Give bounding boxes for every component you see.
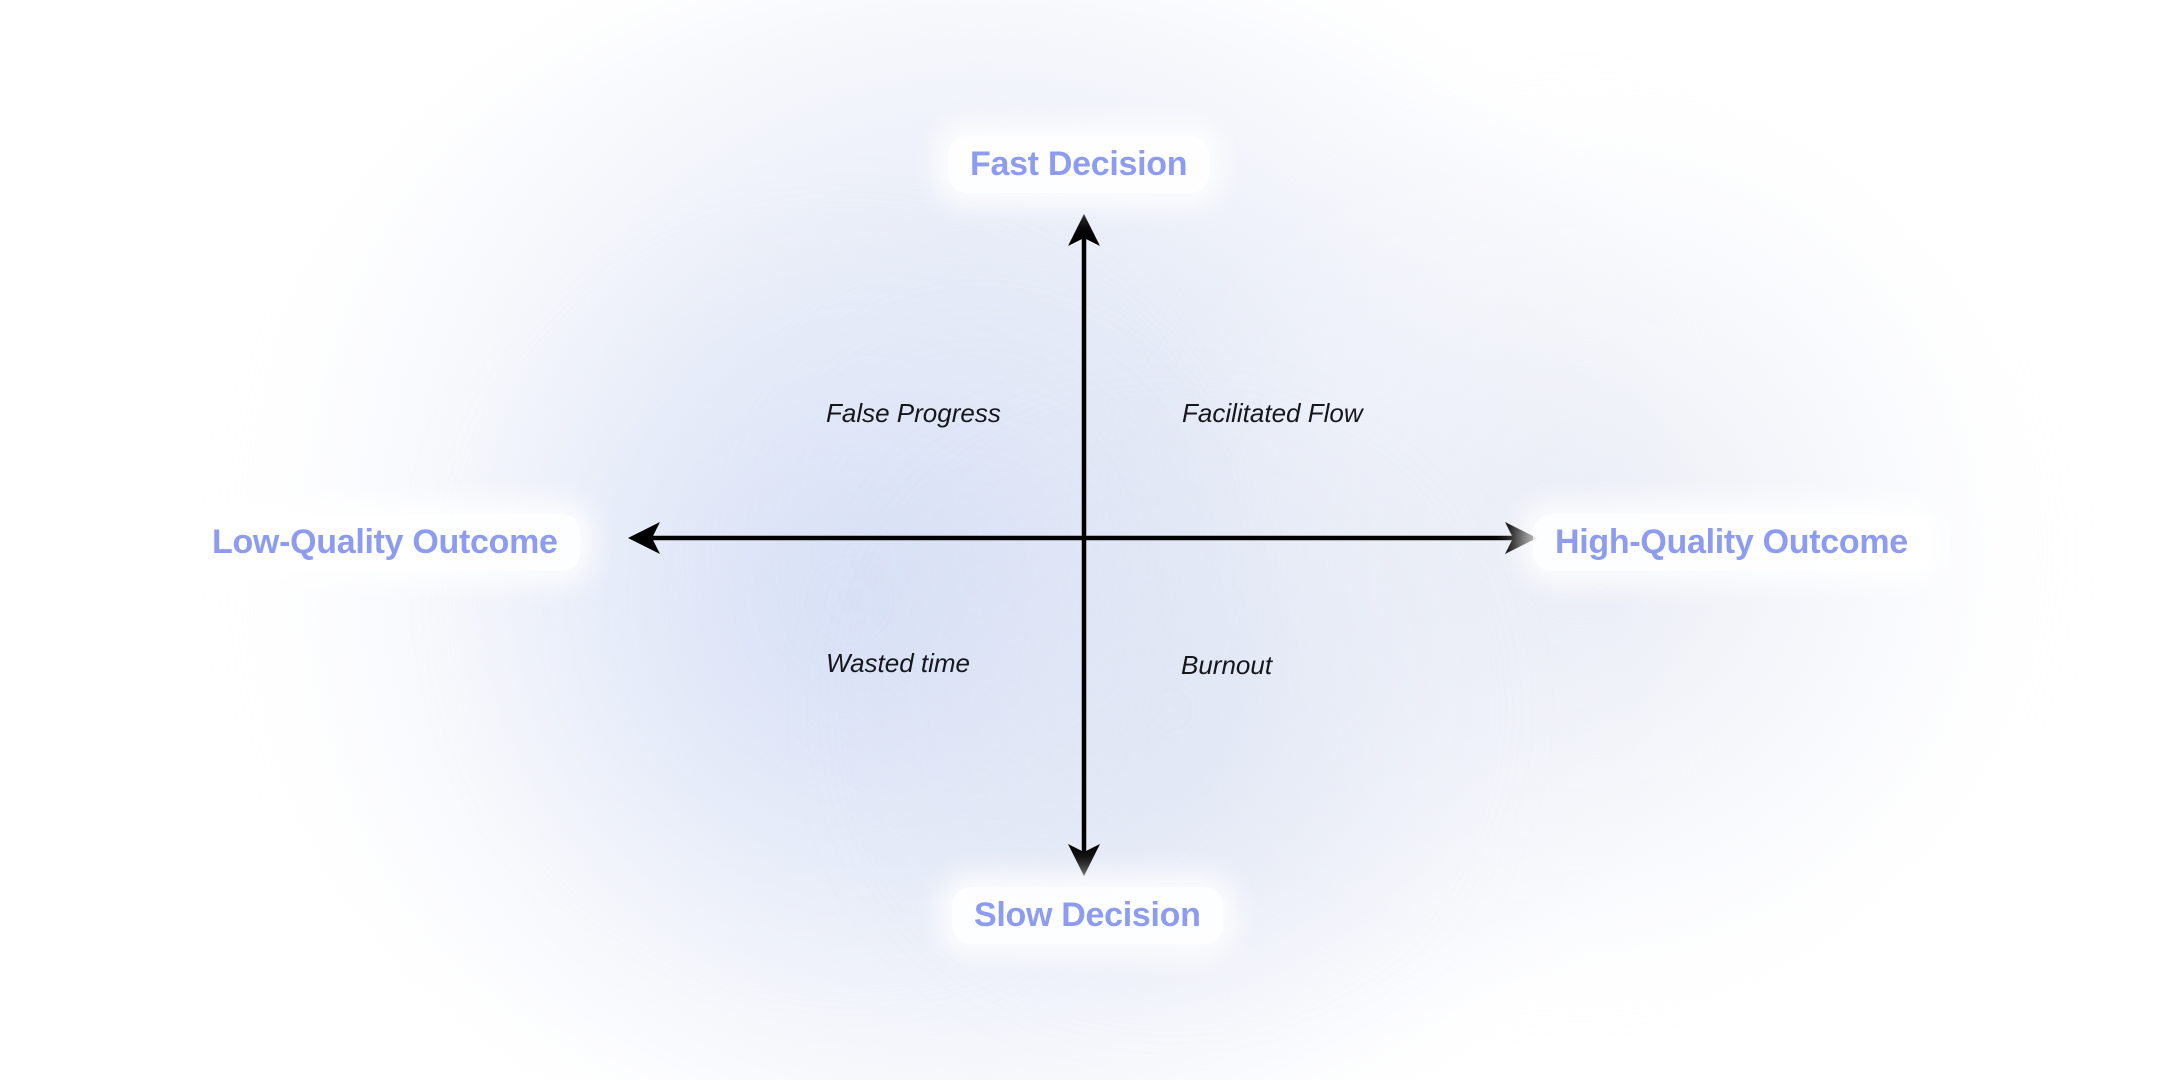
axis-label-high-quality-outcome: High-Quality Outcome	[1533, 514, 1930, 571]
quadrant-label-bottom-left: Wasted time	[826, 648, 971, 678]
arrowhead-down-icon	[1068, 844, 1100, 876]
quadrant-label-bottom-right: Burnout	[1181, 650, 1273, 680]
arrowhead-right-icon	[1505, 522, 1537, 554]
axis-label-low-quality-outcome: Low-Quality Outcome	[190, 514, 580, 571]
arrowhead-up-icon	[1068, 214, 1100, 246]
arrowhead-left-icon	[628, 522, 660, 554]
quadrant-label-top-left: False Progress	[826, 398, 1001, 428]
quadrant-label-top-right: Facilitated Flow	[1182, 398, 1363, 428]
axis-label-fast-decision: Fast Decision	[948, 136, 1210, 193]
axis-label-slow-decision: Slow Decision	[952, 887, 1223, 944]
